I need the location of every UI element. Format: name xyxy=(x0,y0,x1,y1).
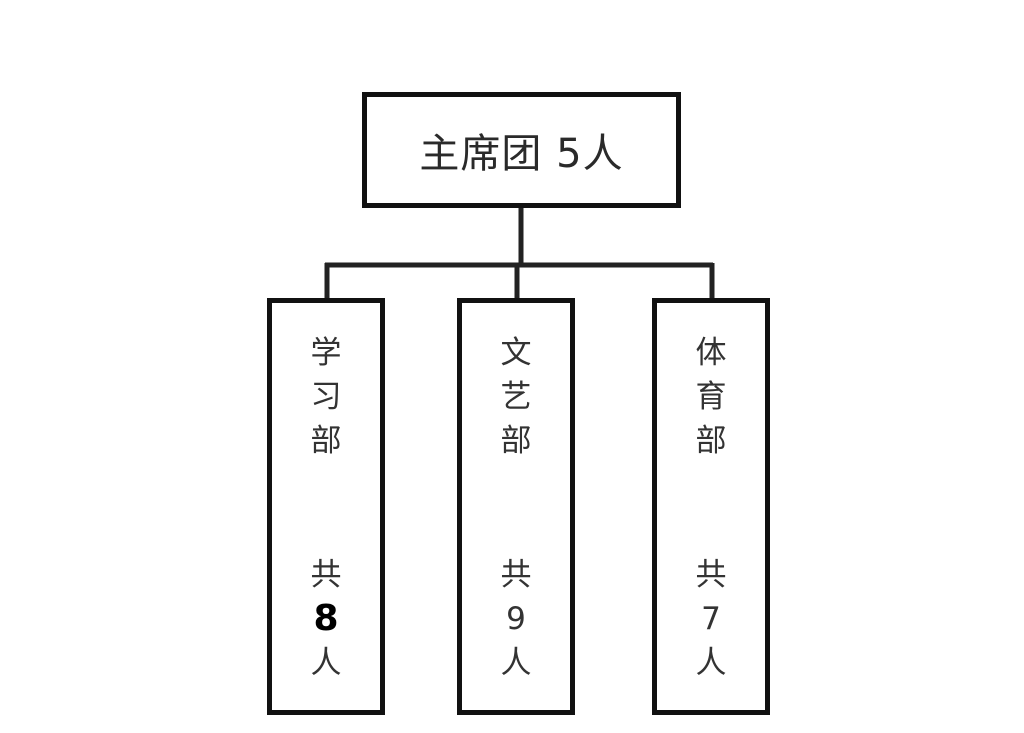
dept-name-char: 部 xyxy=(500,423,532,459)
dept-name-char: 部 xyxy=(310,423,342,459)
dept-name-char: 习 xyxy=(310,379,342,415)
dept-node-study: 学 习 部 共 8 人 xyxy=(267,298,385,715)
dept-count-number: 7 xyxy=(701,601,721,637)
dept-count: 共 7 人 xyxy=(657,553,765,685)
presidium-label: 主席团 5人 xyxy=(419,131,624,177)
dept-name: 体 育 部 xyxy=(657,331,765,463)
dept-node-sports: 体 育 部 共 7 人 xyxy=(652,298,770,715)
dept-count-number: 9 xyxy=(506,601,526,637)
dept-count: 共 9 人 xyxy=(462,553,570,685)
dept-name-char: 体 xyxy=(695,335,727,371)
presidium-node: 主席团 5人 xyxy=(362,92,681,208)
dept-count-number: 8 xyxy=(313,598,339,639)
dept-count-char: 人 xyxy=(500,645,532,681)
dept-count: 共 8 人 xyxy=(272,553,380,685)
dept-count-char: 人 xyxy=(695,645,727,681)
dept-name: 文 艺 部 xyxy=(462,331,570,463)
dept-count-char: 共 xyxy=(310,557,342,593)
dept-count-char: 人 xyxy=(310,645,342,681)
dept-node-arts: 文 艺 部 共 9 人 xyxy=(457,298,575,715)
dept-name-char: 文 xyxy=(500,335,532,371)
dept-count-char: 共 xyxy=(695,557,727,593)
dept-name-char: 部 xyxy=(695,423,727,459)
dept-name: 学 习 部 xyxy=(272,331,380,463)
dept-name-char: 艺 xyxy=(500,379,532,415)
dept-count-char: 共 xyxy=(500,557,532,593)
dept-name-char: 育 xyxy=(695,379,727,415)
dept-name-char: 学 xyxy=(310,335,342,371)
